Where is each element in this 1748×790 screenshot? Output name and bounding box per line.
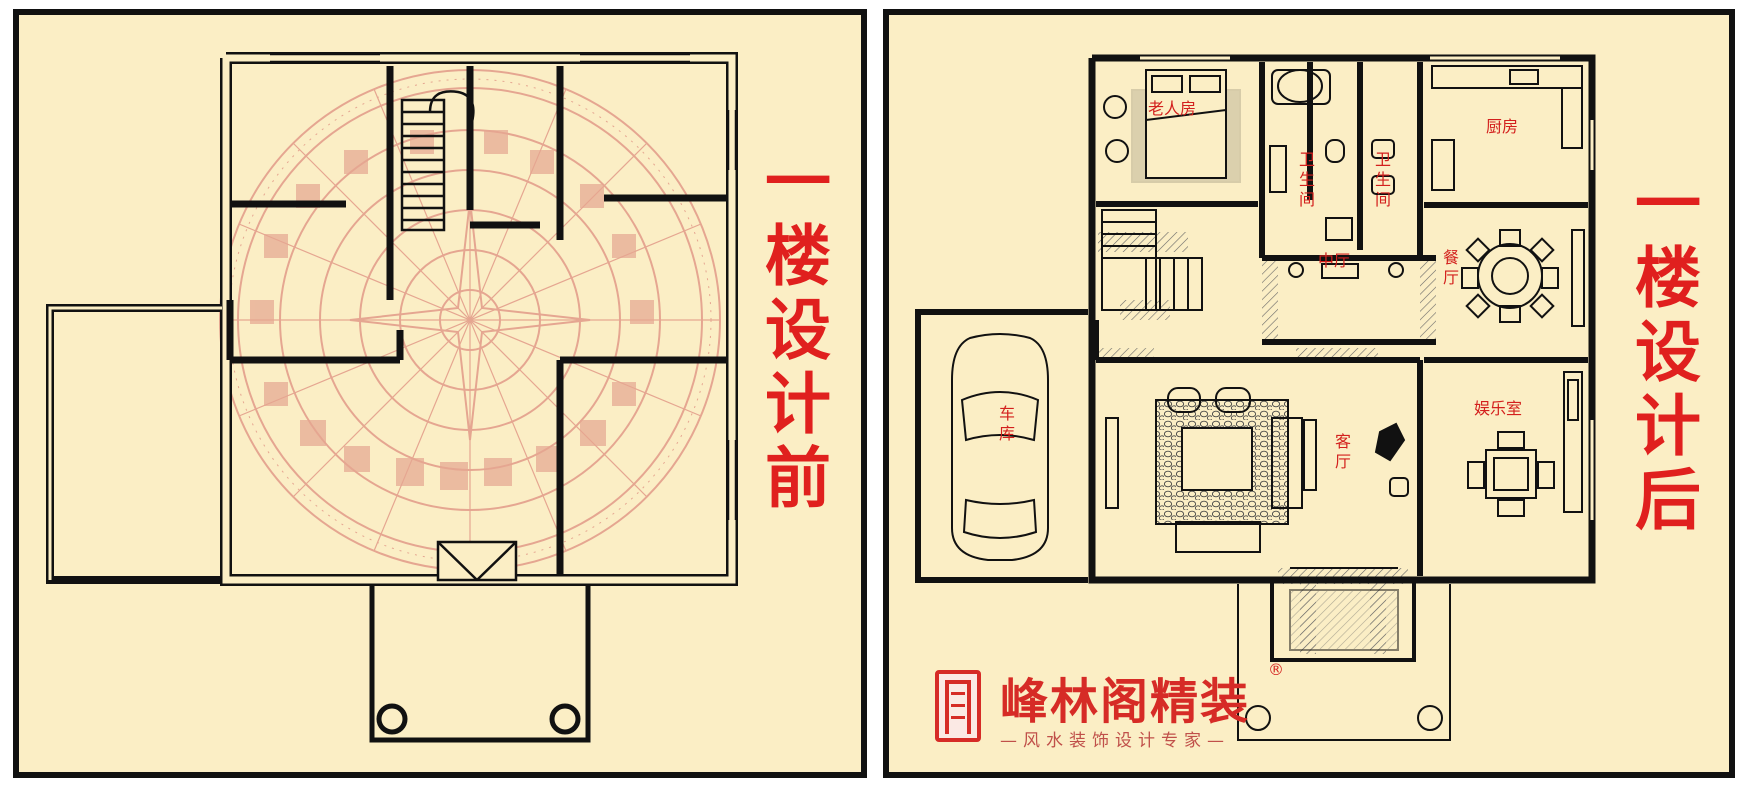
registered-mark: ® (1268, 660, 1284, 679)
room-label-garage: 车库 (998, 404, 1015, 443)
room-label-dining: 餐厅 (1442, 248, 1459, 287)
before-title: 一 楼 设 计 前 (765, 144, 831, 517)
after-title: 一 楼 设 计 后 (1635, 166, 1701, 539)
brand-name: 峰林阁精装 (1000, 674, 1251, 730)
brand-slogan: —风水装饰设计专家— (1000, 731, 1230, 751)
room-label-living: 客厅 (1334, 432, 1351, 471)
living-room-furniture-icon (1105, 387, 1409, 553)
car-icon (951, 333, 1049, 561)
dining-table-icon (1461, 229, 1585, 327)
brand-seal-icon (935, 670, 981, 742)
room-labels: 老人房 厨房 中厅 娱乐室 (1148, 99, 1522, 418)
game-table-icon (1467, 371, 1583, 517)
room-label-bath-2: 卫生间 (1374, 150, 1391, 209)
room-label-kitchen: 厨房 (1486, 117, 1518, 136)
after-floor-plan (915, 54, 1596, 741)
bed-icon (1103, 69, 1241, 183)
room-label-elder: 老人房 (1148, 99, 1196, 118)
room-label-entertainment: 娱乐室 (1474, 399, 1522, 418)
before-floor-plan (46, 52, 738, 743)
room-label-middle-hall: 中厅 (1318, 251, 1350, 270)
room-label-bath-1: 卫生间 (1298, 150, 1315, 209)
